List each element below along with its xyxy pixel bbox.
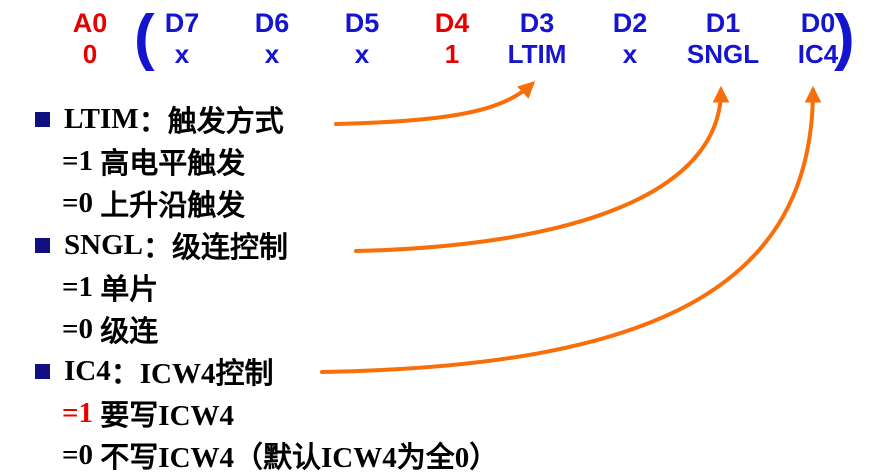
value-label-highlight: =1	[62, 396, 94, 429]
arrow-to-ic4	[320, 85, 822, 374]
bit-label: D5	[344, 8, 380, 38]
value-label: =0	[62, 186, 94, 219]
value-desc: 高电平触发	[93, 148, 246, 180]
bit-cell-d4: D4 1	[407, 8, 497, 68]
bit-cell-d3: D3 LTIM	[492, 8, 582, 68]
value-desc: 级连	[93, 316, 159, 348]
bullet-icon	[35, 111, 50, 127]
bit-cell-d0: D0 IC4	[773, 8, 863, 68]
term-desc: ：级连控制	[142, 232, 288, 264]
bit-value: x	[622, 39, 638, 69]
bit-cell-d7: D7 x	[137, 8, 227, 68]
bullet-icon	[35, 237, 50, 253]
bit-value: LTIM	[507, 39, 567, 69]
term-desc: ：ICW4控制	[110, 358, 274, 390]
value-desc: 要写ICW4	[93, 400, 235, 432]
value-label: =1	[62, 270, 94, 303]
value-label: =0	[62, 438, 94, 471]
bit-value: x	[354, 39, 370, 69]
bit-label: D4	[434, 8, 470, 38]
value-label: =1	[62, 144, 94, 177]
list-item-ic4: IC4：ICW4控制	[35, 350, 273, 392]
bit-cell-d6: D6 x	[227, 8, 317, 68]
bit-value: x	[264, 39, 280, 69]
bit-label: D0	[800, 8, 836, 38]
arrow-to-ltim	[334, 81, 536, 126]
bit-value: 1	[444, 39, 460, 69]
term-label: SNGL	[64, 228, 143, 261]
open-bracket: (	[134, 3, 155, 72]
term-desc: ：触发方式	[138, 106, 284, 138]
list-item: =1 单片	[62, 266, 158, 308]
value-label: =0	[62, 312, 94, 345]
bit-cell-d5: D5 x	[317, 8, 407, 68]
bullet-icon	[35, 363, 50, 379]
term-label: IC4	[64, 354, 111, 387]
bit-value: IC4	[797, 39, 839, 69]
list-item: =1 高电平触发	[62, 140, 245, 182]
bit-value: x	[174, 39, 190, 69]
bit-label: D1	[705, 8, 741, 38]
close-bracket: )	[834, 3, 855, 72]
value-desc: 不写ICW4（默认ICW4为全0）	[93, 442, 499, 474]
list-item-ltim: LTIM：触发方式	[35, 98, 284, 140]
bit-cell-d1: D1 SNGL	[678, 8, 768, 68]
bit-label: D2	[612, 8, 648, 38]
bit-label: D3	[519, 8, 555, 38]
term-label: LTIM	[64, 102, 139, 135]
arrow-to-sngl	[354, 85, 730, 253]
bit-cell-a0: A0 0	[45, 8, 135, 68]
bit-value: 0	[82, 39, 98, 69]
list-item-sngl: SNGL：级连控制	[35, 224, 288, 266]
list-item: =0 级连	[62, 308, 158, 350]
bit-label: D6	[254, 8, 290, 38]
bit-value: SNGL	[686, 39, 760, 69]
list-item: =0 不写ICW4（默认ICW4为全0）	[62, 434, 498, 475]
bit-label: A0	[72, 8, 108, 38]
bit-label: D7	[164, 8, 200, 38]
list-item: =1 要写ICW4	[62, 392, 234, 434]
list-item: =0 上升沿触发	[62, 182, 245, 224]
value-desc: 上升沿触发	[93, 190, 246, 222]
bit-cell-d2: D2 x	[585, 8, 675, 68]
value-desc: 单片	[93, 274, 159, 306]
